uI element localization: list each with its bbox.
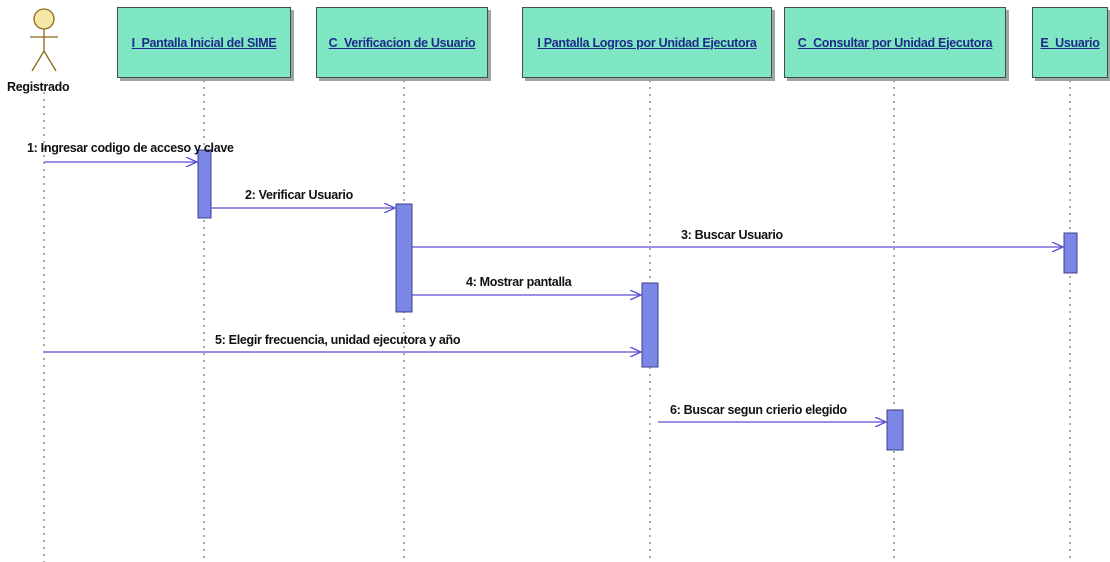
message-label: 3: Buscar Usuario xyxy=(681,228,783,242)
activation-bar-consultar xyxy=(886,409,904,451)
object-label: C_Verificacion de Usuario xyxy=(328,35,476,50)
object-pantalla-logros: I Pantalla Logros por Unidad Ejecutora xyxy=(522,7,772,78)
actor-name: Registrado xyxy=(7,80,70,94)
activation-bar-verificacion xyxy=(395,203,413,313)
object-consultar-unidad: C_Consultar por Unidad Ejecutora xyxy=(784,7,1006,78)
message-label: 4: Mostrar pantalla xyxy=(466,275,572,289)
object-usuario: E_Usuario xyxy=(1032,7,1108,78)
message-label: 2: Verificar Usuario xyxy=(245,188,353,202)
actor-left-leg xyxy=(31,50,45,72)
message-label: 1: Ingresar codigo de acceso y clave xyxy=(27,141,234,155)
message-label: 5: Elegir frecuencia, unidad ejecutora y… xyxy=(215,333,461,347)
message-label: 6: Buscar segun crierio elegido xyxy=(670,403,847,417)
activation-bar-pantalla-inicial xyxy=(197,149,212,219)
actor-right-leg xyxy=(43,50,57,72)
object-label: E_Usuario xyxy=(1040,35,1100,50)
object-label: C_Consultar por Unidad Ejecutora xyxy=(797,35,993,50)
actor-head xyxy=(33,8,55,30)
object-pantalla-inicial: I_Pantalla Inicial del SIME xyxy=(117,7,291,78)
object-label: I_Pantalla Inicial del SIME xyxy=(131,35,277,50)
actor-figure xyxy=(30,8,58,72)
object-label: I Pantalla Logros por Unidad Ejecutora xyxy=(537,35,757,50)
object-verificacion-usuario: C_Verificacion de Usuario xyxy=(316,7,488,78)
activation-bar-usuario xyxy=(1063,232,1078,274)
activation-bar-pantalla-logros xyxy=(641,282,659,368)
